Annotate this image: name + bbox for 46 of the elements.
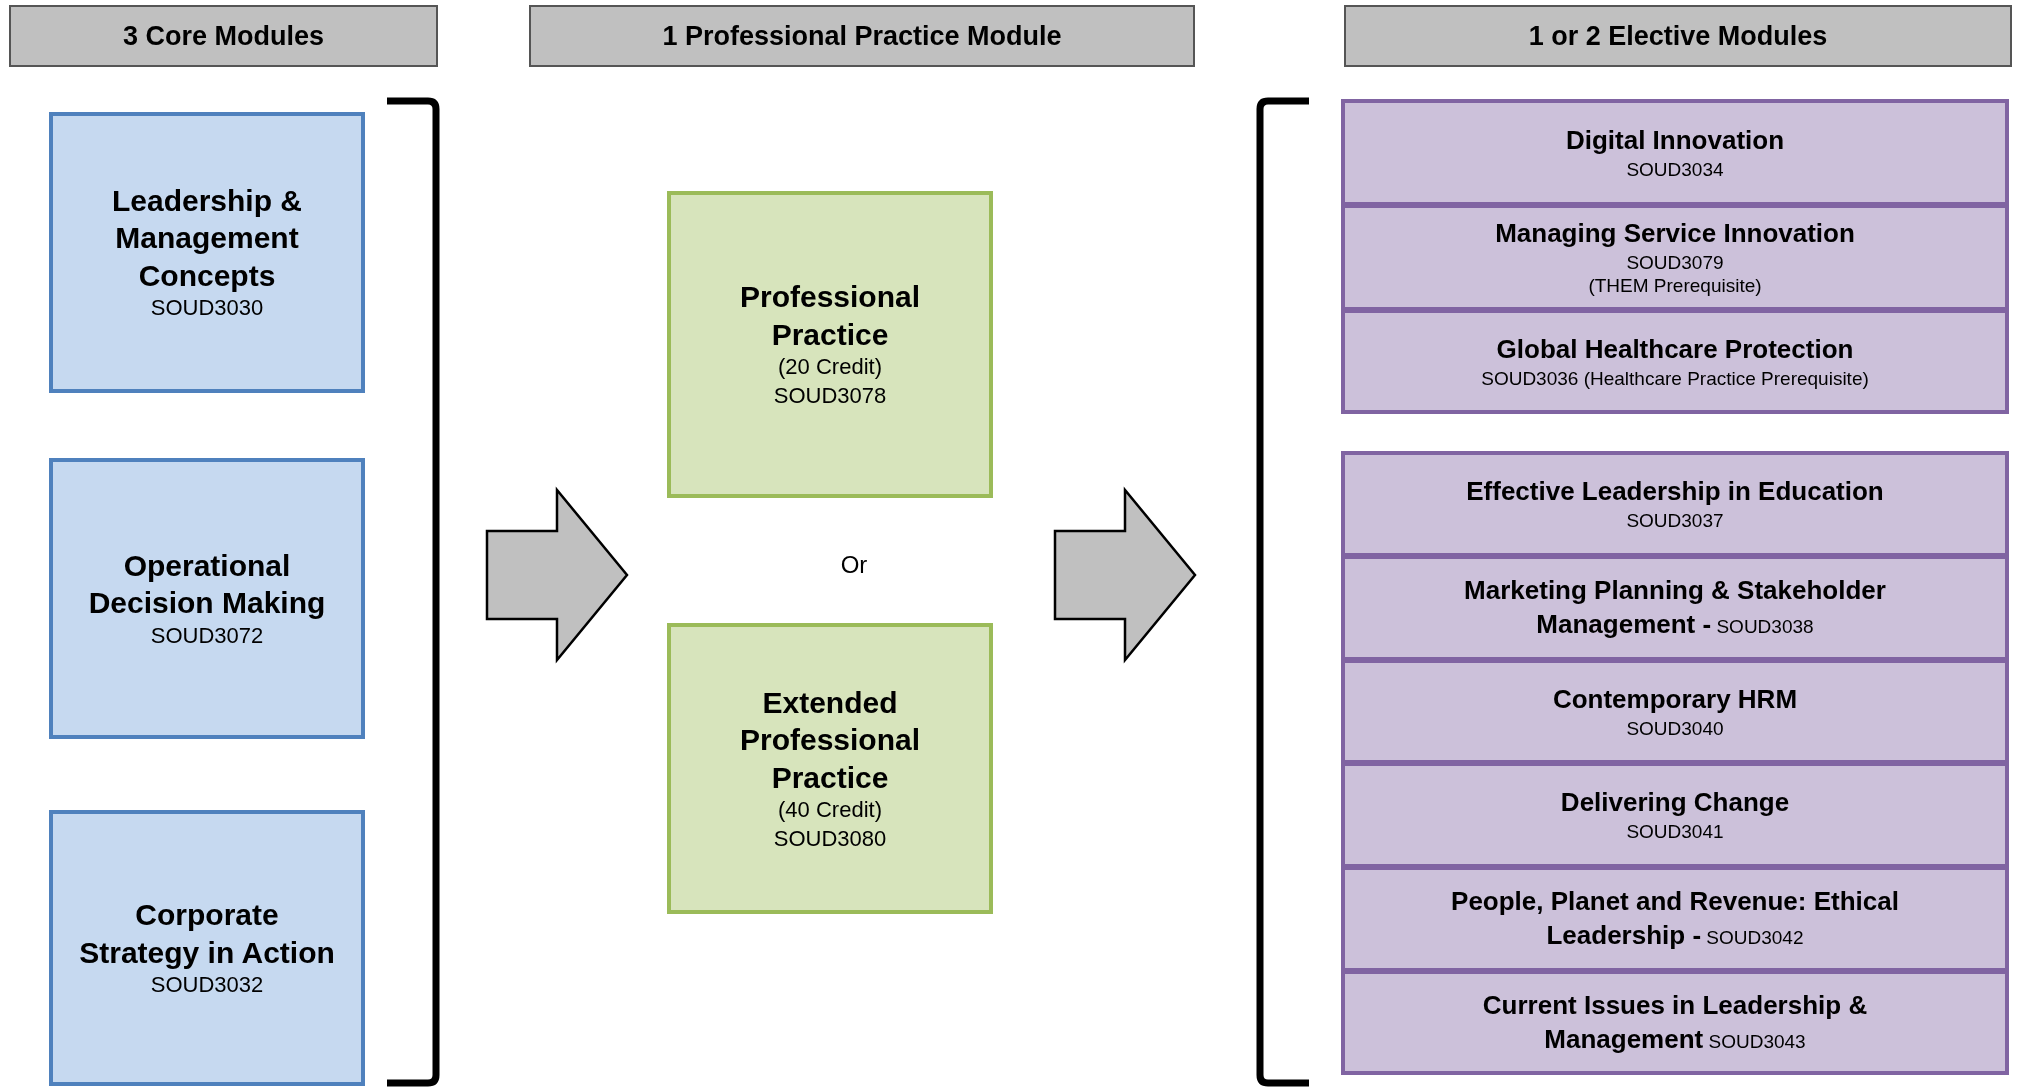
module-title: Marketing Planning & Stakeholder Management - SOUD3038 (1463, 574, 1887, 641)
module-detail: SOUD3037 (1626, 509, 1724, 533)
module-box (667, 191, 993, 498)
module-box (1341, 309, 2009, 414)
module-title: People, Planet and Revenue: Ethical Leadership - SOUD3042 (1450, 885, 1900, 952)
column-header: 1 Professional Practice Module (529, 5, 1195, 67)
module-detail: SOUD3078 (773, 382, 887, 410)
module-detail: SOUD3032 (150, 971, 264, 1000)
module-detail: SOUD3030 (150, 294, 264, 323)
module-box (667, 623, 993, 914)
module-detail: SOUD3079 (1626, 250, 1724, 275)
or-text: Or (839, 550, 869, 580)
module-title: Extended Professional Practice (738, 684, 922, 796)
module-title: Operational Decision Making (87, 547, 327, 622)
module-detail: (THEM Prerequisite) (1588, 274, 1762, 299)
module-box (49, 112, 365, 393)
column-header: 1 or 2 Elective Modules (1344, 5, 2012, 67)
module-box (49, 458, 365, 739)
module-box (1341, 762, 2009, 868)
module-detail: SOUD3036 (Healthcare Practice Prerequisite) (1481, 366, 1869, 391)
module-title: Contemporary HRM (1552, 682, 1798, 716)
module-detail: SOUD3080 (773, 824, 887, 853)
module-box (1341, 970, 2009, 1075)
module-box (1341, 99, 2009, 206)
module-box (1341, 866, 2009, 972)
module-title: Global Healthcare Protection (1496, 332, 1854, 366)
module-box (1341, 204, 2009, 311)
module-detail: SOUD3041 (1626, 820, 1724, 844)
module-box (1341, 659, 2009, 764)
module-detail: (40 Credit) (778, 796, 882, 825)
module-detail: SOUD3034 (1626, 157, 1724, 182)
module-title: Corporate Strategy in Action (78, 897, 336, 971)
module-title: Delivering Change (1560, 786, 1790, 820)
module-detail: (20 Credit) (778, 353, 882, 382)
module-box (49, 810, 365, 1086)
module-title: Leadership & Management Concepts (110, 182, 304, 294)
module-title: Professional Practice (738, 279, 922, 353)
module-box (1341, 451, 2009, 557)
module-title: Managing Service Innovation (1495, 216, 1855, 250)
module-title: Effective Leadership in Education (1466, 475, 1884, 509)
module-title: Current Issues in Leadership & Management SOUD3043 (1481, 988, 1869, 1056)
module-detail: SOUD3040 (1626, 716, 1724, 741)
column-header: 3 Core Modules (9, 5, 438, 67)
module-detail: SOUD3072 (150, 621, 264, 650)
module-title: Digital Innovation (1565, 123, 1785, 157)
module-box (1341, 555, 2009, 661)
